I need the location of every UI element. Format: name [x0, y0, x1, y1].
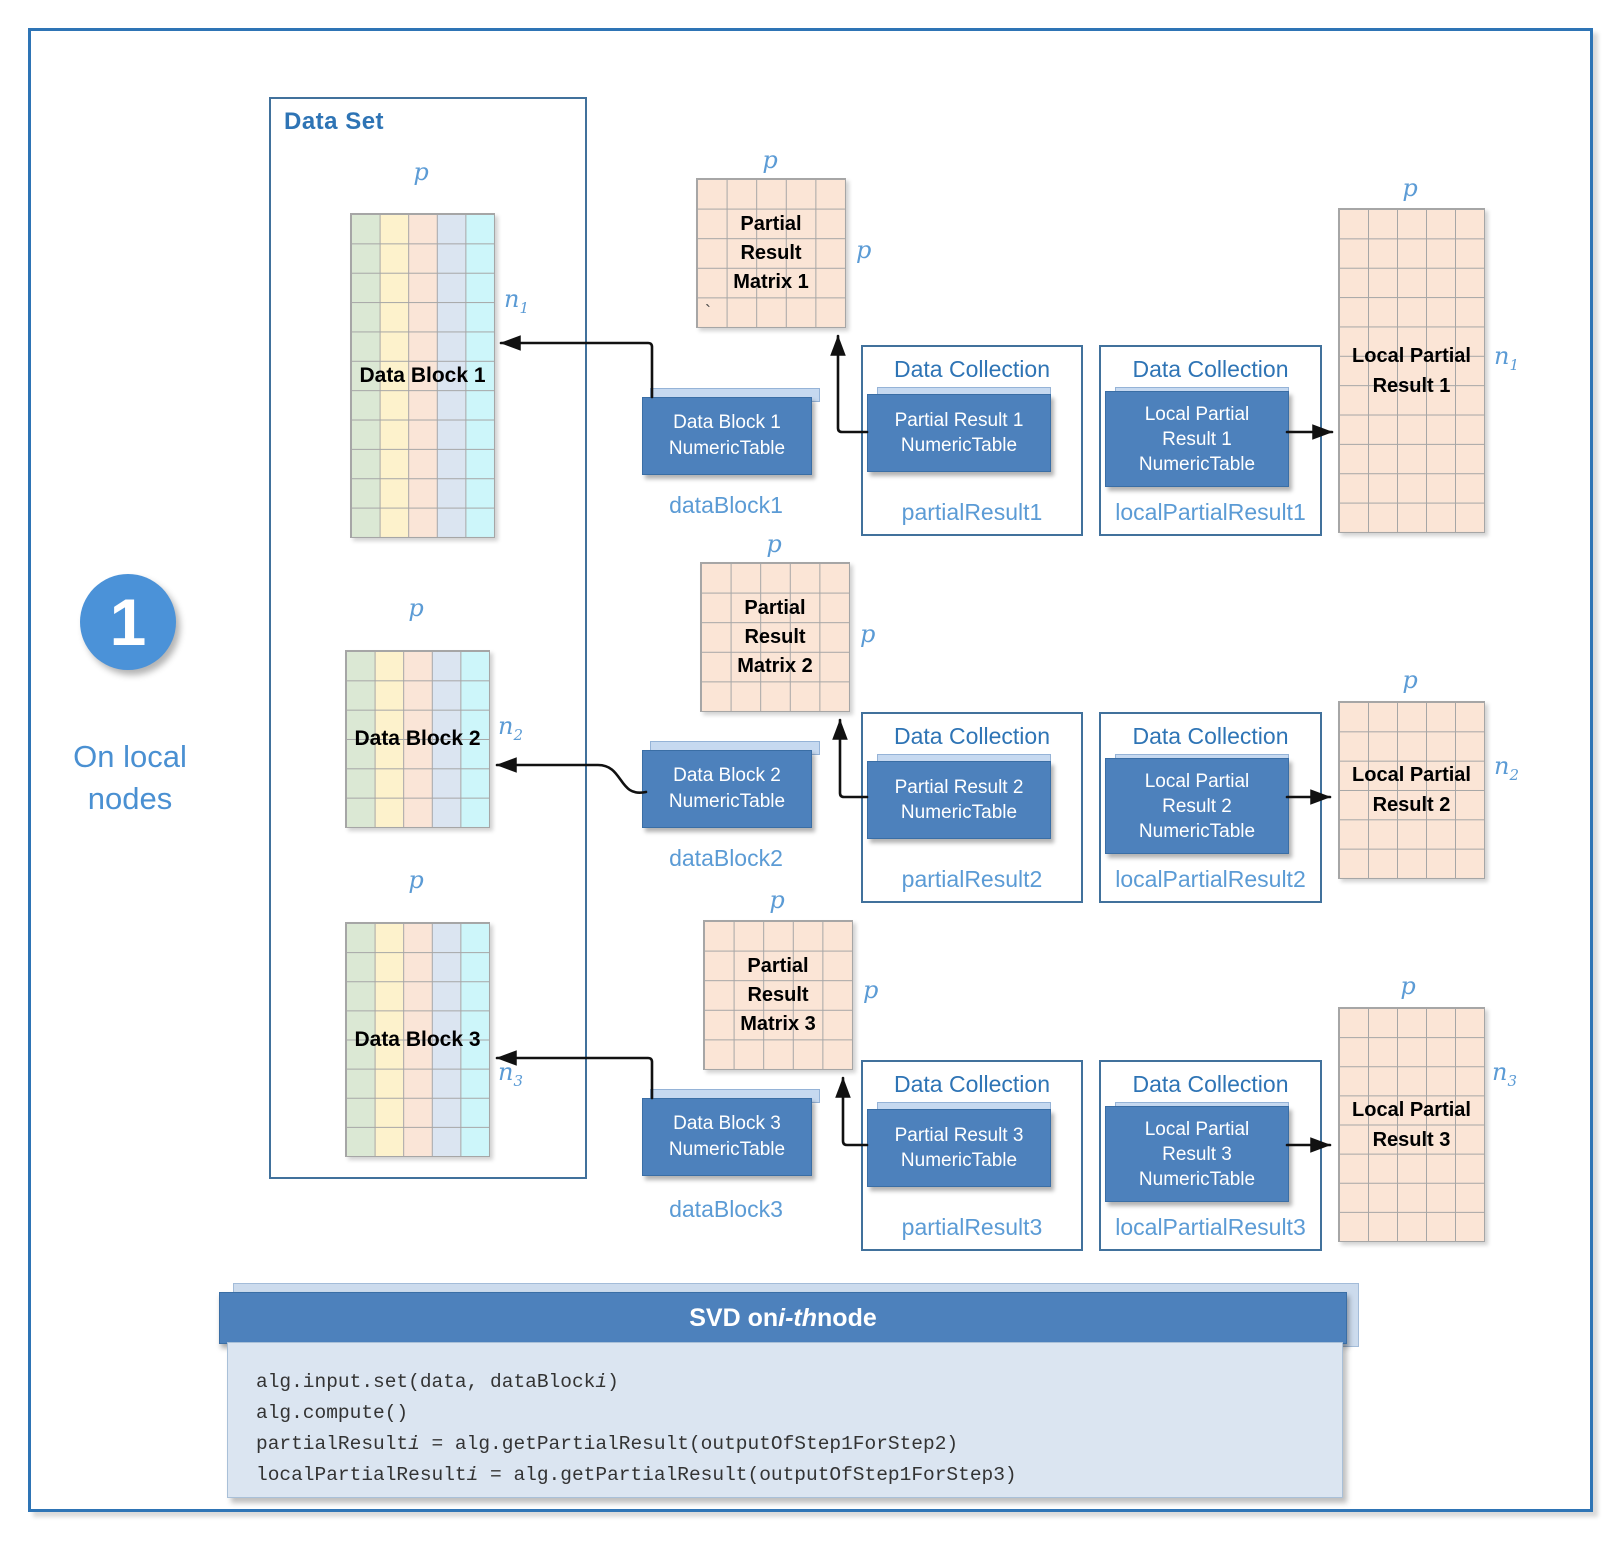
n-dim-label: n2 [1494, 752, 1520, 784]
n-dim-label: n3 [1492, 1058, 1518, 1090]
variable-label: partialResult2 [901, 866, 1043, 892]
numeric-table-box: Data Block 1 NumericTable [642, 397, 812, 475]
partial-result-matrix: Partial Result Matrix 1 ` [696, 178, 846, 328]
p-dim-label: p [863, 976, 879, 1004]
data-block-label: Data Block 1 [359, 363, 486, 387]
step-number: 1 [109, 585, 147, 659]
numeric-table-box: Local Partial Result 1 NumericTable [1105, 391, 1289, 487]
p-dim-label: p [1402, 666, 1418, 694]
variable-label: dataBlock1 [669, 492, 783, 518]
data-block-label: Data Block 3 [354, 1027, 481, 1051]
variable-label: localPartialResult1 [1115, 499, 1306, 525]
numeric-table-box: Local Partial Result 3 NumericTable [1105, 1106, 1289, 1202]
data-collection-box: Data Collection Local Partial Result 1 N… [1099, 345, 1322, 536]
code-line: alg.input.set(data, dataBlocki) [256, 1371, 619, 1393]
data-collection-box: Data Collection Partial Result 1 Numeric… [861, 345, 1083, 536]
p-dim-label: p [1400, 972, 1416, 1000]
p-dim-label: p [856, 236, 872, 264]
n-dim-label: n3 [498, 1058, 524, 1090]
numeric-table-box: Partial Result 2 NumericTable [867, 761, 1051, 839]
numeric-table-box: Partial Result 3 NumericTable [867, 1109, 1051, 1187]
data-collection-box: Data Collection Partial Result 3 Numeric… [861, 1060, 1083, 1251]
data-collection-box: Data Collection Local Partial Result 3 N… [1099, 1060, 1322, 1251]
variable-label: partialResult3 [901, 1214, 1043, 1240]
variable-label: partialResult1 [901, 499, 1043, 525]
p-dim-label: p [413, 158, 429, 186]
variable-label: dataBlock2 [669, 845, 783, 871]
partial-result-matrix: Partial Result Matrix 2 [700, 562, 850, 712]
numeric-table-box: Data Block 2 NumericTable [642, 750, 812, 828]
step-caption: On local nodes [73, 739, 187, 816]
code-line: alg.compute() [256, 1402, 409, 1424]
variable-label: dataBlock3 [669, 1196, 783, 1222]
partial-result-matrix: Partial Result Matrix 3 [703, 920, 853, 1070]
outer-frame [28, 28, 1593, 1512]
p-dim-label: p [762, 146, 778, 174]
data-collection-box: Data Collection Partial Result 2 Numeric… [861, 712, 1083, 903]
dataset-title: Data Set [284, 108, 385, 135]
step-number-badge: 1 [80, 574, 176, 670]
data-collection-box: Data Collection Local Partial Result 2 N… [1099, 712, 1322, 903]
code-panel: alg.input.set(data, dataBlocki) alg.comp… [227, 1342, 1343, 1498]
data-block-grid: Data Block 3 [345, 922, 490, 1157]
svd-panel-header: SVD on i-th node [219, 1292, 1347, 1344]
n-dim-label: n2 [498, 712, 524, 744]
p-dim-label: p [1402, 174, 1418, 202]
p-dim-label: p [769, 886, 785, 914]
numeric-table-box: Data Block 3 NumericTable [642, 1098, 812, 1176]
numeric-table-box: Partial Result 1 NumericTable [867, 394, 1051, 472]
variable-label: localPartialResult3 [1115, 1214, 1306, 1240]
local-partial-result-grid: Local Partial Result 3 [1338, 1007, 1485, 1242]
data-block-grid: Data Block 1 [350, 213, 495, 538]
stray-mark: ` [705, 302, 711, 322]
variable-label: localPartialResult2 [1115, 866, 1306, 892]
code-line: localPartialResulti = alg.getPartialResu… [256, 1464, 1017, 1486]
p-dim-label: p [408, 866, 424, 894]
local-partial-result-grid: Local Partial Result 2 [1338, 701, 1485, 879]
data-block-grid: Data Block 2 [345, 650, 490, 828]
numeric-table-box: Local Partial Result 2 NumericTable [1105, 758, 1289, 854]
local-partial-result-grid: Local Partial Result 1 [1338, 208, 1485, 533]
n-dim-label: n1 [504, 285, 530, 317]
n-dim-label: n1 [1494, 342, 1520, 374]
data-block-label: Data Block 2 [354, 727, 481, 750]
p-dim-label: p [766, 530, 782, 558]
p-dim-label: p [860, 620, 876, 648]
code-line: partialResulti = alg.getPartialResult(ou… [256, 1433, 959, 1455]
p-dim-label: p [408, 594, 424, 622]
